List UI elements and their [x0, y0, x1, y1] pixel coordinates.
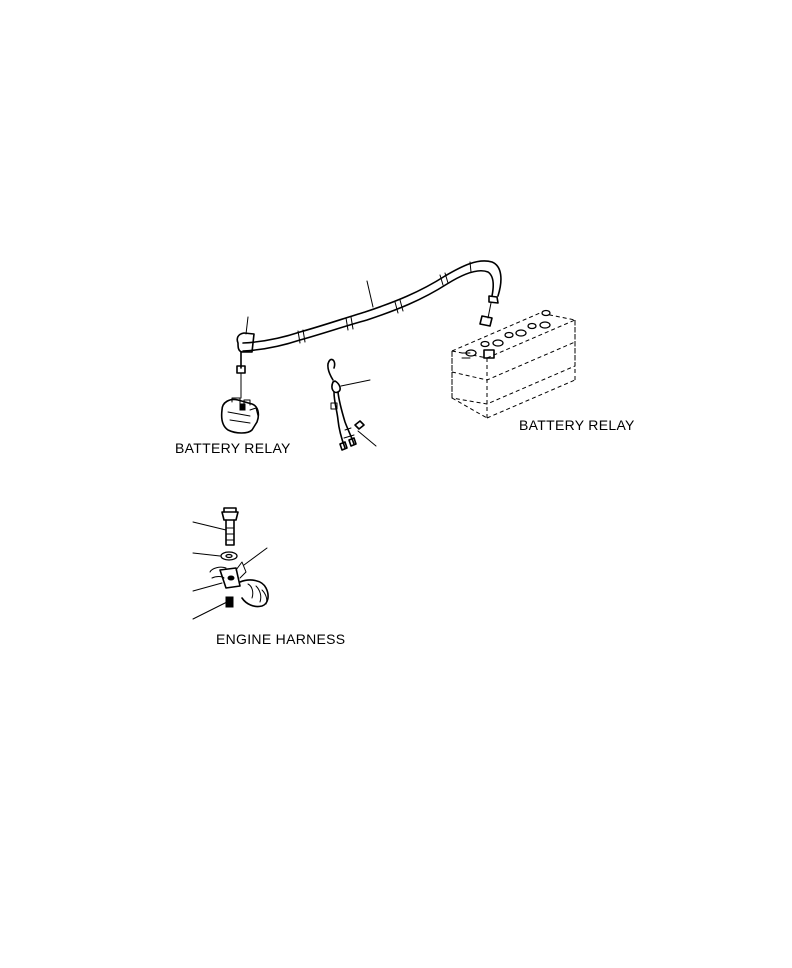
battery-cable	[242, 260, 502, 352]
battery	[451, 309, 576, 419]
engine-harness-label: ENGINE HARNESS	[216, 631, 346, 647]
engine-harness-detail	[192, 507, 269, 620]
center-harness-branch	[327, 358, 377, 451]
battery-relay-right-label: BATTERY RELAY	[519, 417, 635, 433]
battery-relay-left-assembly	[220, 316, 260, 434]
battery-relay-left-label: BATTERY RELAY	[175, 440, 291, 456]
